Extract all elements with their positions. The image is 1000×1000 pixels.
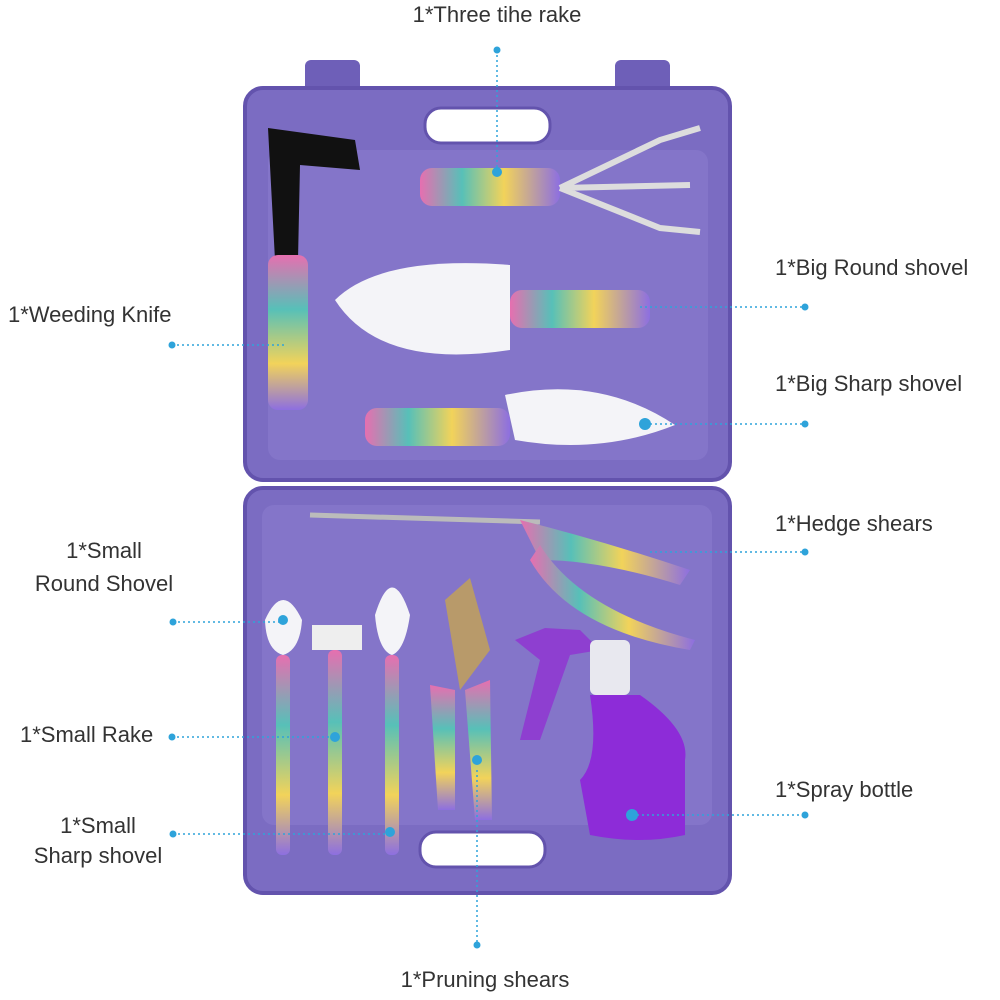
label-spray-bottle: 1*Spray bottle (775, 777, 914, 802)
spray-bottle (515, 628, 686, 840)
label-pruning-shears: 1*Pruning shears (400, 967, 570, 992)
label-small-rake: 1*Small Rake (20, 722, 154, 747)
label-weeding-knife: 1*Weeding Knife (8, 302, 172, 327)
small-sharp-shovel (375, 587, 410, 855)
three-tine-rake (420, 125, 701, 235)
label-small-sharp-shovel-line2: Sharp shovel (33, 843, 163, 868)
case-handle-bottom (418, 830, 547, 869)
small-rake (312, 625, 362, 855)
label-three-tine-rake: 1*Three tihe rake (412, 2, 582, 27)
label-big-round-shovel: 1*Big Round shovel (775, 255, 969, 280)
big-round-shovel (335, 263, 650, 355)
weeding-knife (268, 128, 360, 410)
label-big-sharp-shovel: 1*Big Sharp shovel (775, 371, 963, 396)
label-hedge-shears: 1*Hedge shears (775, 511, 933, 536)
case-handle-top (423, 106, 552, 145)
label-small-round-shovel-line2: Round Shovel (34, 571, 174, 596)
label-small-sharp-shovel-line1: 1*Small (60, 813, 136, 838)
hedge-shears (309, 512, 695, 650)
pruning-shears (430, 578, 492, 820)
big-sharp-shovel (365, 389, 675, 446)
small-round-shovel (265, 600, 302, 855)
label-small-round-shovel-line1: 1*Small (66, 538, 142, 563)
